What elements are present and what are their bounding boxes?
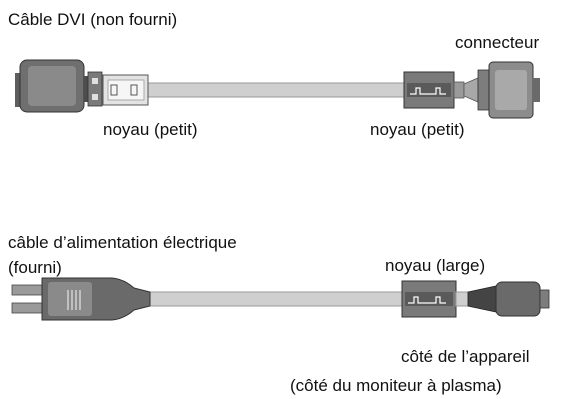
dvi-cable [15, 59, 540, 119]
dvi-cable-title: Câble DVI (non fourni) [8, 10, 178, 29]
connector-label: connecteur [455, 33, 540, 52]
dvi-cable-body [147, 82, 411, 98]
dvi-left-plug [15, 59, 103, 113]
core-small-right-label: noyau (petit) [370, 120, 465, 139]
power-core-large [401, 280, 457, 318]
dvi-core-small-left [102, 74, 149, 106]
power-cable-supplied: (fourni) [8, 258, 62, 277]
ac-plug [11, 277, 151, 321]
power-cable-title: câble d’alimentation électrique [8, 233, 237, 252]
core-large-label: noyau (large) [385, 256, 486, 275]
core-small-left-label: noyau (petit) [103, 120, 198, 139]
appliance-connector [455, 281, 550, 317]
power-cable-body [149, 291, 403, 307]
plasma-side-label: (côté du moniteur à plasma) [290, 376, 502, 395]
device-side-label: côté de l’appareil [401, 347, 530, 366]
power-cable [11, 277, 550, 321]
dvi-connector [463, 61, 540, 119]
dvi-core-small-right [403, 71, 465, 109]
